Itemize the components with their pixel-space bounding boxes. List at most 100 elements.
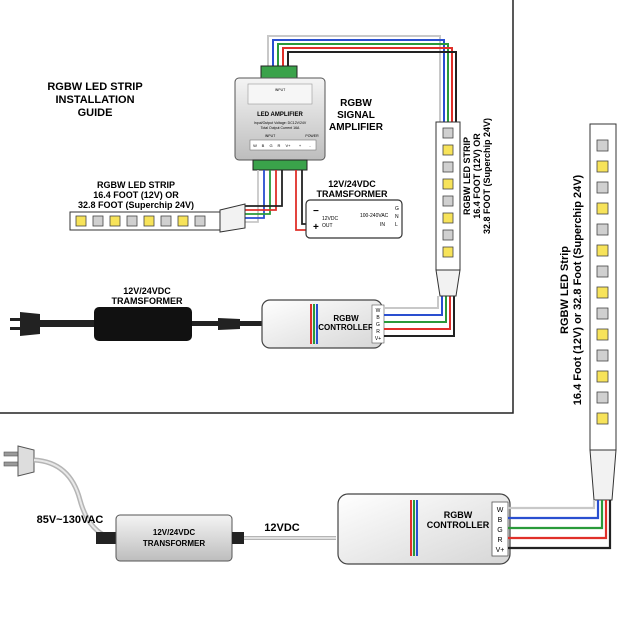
transformer-bottom: 12V/24VDC TRANSFORMER	[96, 514, 244, 562]
amplifier-box-title: LED AMPLIFIER	[257, 112, 303, 118]
led-amplifier: INPUT LED AMPLIFIER Input/Output Voltage…	[234, 77, 326, 161]
amplifier-output-wires	[267, 35, 457, 122]
amp-terminal-minus: -	[309, 143, 311, 148]
right-strip-led-chip	[596, 223, 609, 236]
right-led-strip	[589, 123, 617, 501]
amp-terminal-plus: +	[299, 143, 302, 148]
amplifier-label-line-1: RGBW	[340, 98, 372, 109]
left-strip-led-chip	[160, 215, 172, 227]
middle-strip-label: RGBW LED STRIP 16.4 FOOT (12V) OR 32.8 F…	[462, 118, 492, 234]
controller-bottom-pin-r: R	[497, 537, 502, 544]
guide-title-line-1: RGBW LED STRIP	[47, 81, 142, 93]
left-strip-led-chip	[75, 215, 87, 227]
ac-cable	[33, 457, 111, 541]
right-strip-led-chip	[596, 349, 609, 362]
ac-plug-bottom	[3, 445, 35, 477]
right-strip-led-chip	[596, 328, 609, 341]
guide-title: RGBW LED STRIP INSTALLATION GUIDE	[47, 81, 142, 119]
amp-terminal-vplus: V+	[285, 143, 291, 148]
left-strip-led-chip	[126, 215, 138, 227]
controller-bottom-pin-b: B	[498, 517, 503, 524]
adapter-dc-cable	[192, 318, 264, 330]
middle-strip-led-chip	[442, 178, 454, 190]
guide-frame	[0, 0, 514, 414]
middle-strip-label-3: 32.8 FOOT (Superchip 24V)	[482, 118, 492, 234]
ac-voltage-label: 85V~130VAC	[37, 514, 104, 526]
amp-terminal-g: G	[269, 143, 272, 148]
middle-strip-led-chip	[442, 212, 454, 224]
dc-plus-symbol: +	[313, 222, 319, 233]
left-strip-label-1: RGBW LED STRIP	[97, 180, 175, 190]
middle-strip-led-chip	[442, 246, 454, 258]
guide-title-line-3: GUIDE	[78, 107, 113, 119]
transformer-small-ac-label: 100-240VAC	[360, 213, 389, 219]
adapter-label-1: 12V/24VDC	[123, 286, 171, 296]
middle-strip-label-1: RGBW LED STRIP	[462, 137, 472, 215]
transformer-small: − + 12VDC OUT 100-240VAC IN G N L	[305, 199, 403, 239]
transformer-small-in-label: IN	[380, 222, 385, 228]
right-strip-led-chip	[596, 202, 609, 215]
controller-top-pin-vplus: V+	[375, 336, 381, 342]
power-plug	[10, 312, 94, 336]
middle-strip-led-chip	[442, 229, 454, 241]
transformer-small-label-2: TRAMSFORMER	[317, 189, 388, 199]
middle-strip-led-chip	[442, 195, 454, 207]
right-strip-led-chip	[596, 307, 609, 320]
middle-strip-label-2: 16.4 FOOT (12V) OR	[472, 133, 482, 219]
adapter-transformer-label: 12V/24VDC TRAMSFORMER	[112, 286, 183, 306]
left-strip-label: RGBW LED STRIP 16.4 FOOT (12V) OR 32.8 F…	[78, 180, 194, 210]
right-strip-led-chip	[596, 139, 609, 152]
right-strip-led-chip	[596, 265, 609, 278]
controller-top-pin-g: G	[376, 322, 380, 328]
amp-terminal-w: W	[253, 143, 257, 148]
right-strip-led-chip	[596, 286, 609, 299]
left-strip-led-chip	[92, 215, 104, 227]
controller-bottom-pin-g: G	[497, 527, 502, 534]
adapter-label-2: TRAMSFORMER	[112, 296, 183, 306]
right-strip-led-chip	[596, 160, 609, 173]
amplifier-spec-2: Total Output Current 16A	[261, 126, 300, 130]
controller-top-pin-w: W	[376, 308, 381, 314]
amplifier-input-wires	[244, 170, 306, 231]
ac-cable-highlight	[33, 459, 111, 539]
transformer-small-label: 12V/24VDC TRAMSFORMER	[317, 179, 388, 199]
transformer-pin-l: L	[395, 222, 398, 228]
left-strip-label-2: 16.4 FOOT (12V) OR	[93, 190, 179, 200]
amplifier-top-terminal	[260, 65, 298, 79]
left-strip-led-chip	[194, 215, 206, 227]
left-led-strip	[69, 203, 246, 233]
amplifier-input-label: INPUT	[275, 88, 286, 92]
right-strip-led-chip	[596, 181, 609, 194]
right-strip-label: RGBW LED Strip 16.4 Foot (12V) or 32.8 F…	[559, 174, 584, 405]
middle-strip-led-chip	[442, 144, 454, 156]
middle-strip-led-chip	[442, 161, 454, 173]
transformer-pin-g: G	[395, 206, 399, 212]
amplifier-label: RGBW SIGNAL AMPLIFIER	[329, 98, 384, 133]
left-strip-end-cap	[219, 203, 246, 233]
guide-title-line-2: INSTALLATION	[55, 94, 134, 106]
power-adapter	[94, 307, 192, 341]
amplifier-label-line-3: AMPLIFIER	[329, 122, 384, 133]
middle-strip-led-chip	[442, 127, 454, 139]
transformer-small-dc-label: 12VDC	[322, 216, 339, 222]
controller-bottom-wires	[508, 500, 612, 550]
right-strip-label-2: 16.4 Foot (12V) or 32.8 Foot (Superchip …	[572, 174, 584, 405]
controller-top-pin-r: R	[376, 329, 380, 335]
controller-bottom-pin-vplus: V+	[496, 547, 505, 554]
right-strip-led-chip	[596, 370, 609, 383]
right-strip-led-chip	[596, 412, 609, 425]
controller-top: RGBW CONTROLLER W B G R V+	[261, 299, 385, 349]
dc-minus-symbol: −	[313, 206, 319, 217]
amp-terminal-b: B	[262, 143, 265, 148]
amplifier-bottom-input-label: INPUT	[265, 134, 276, 138]
controller-top-pin-b: B	[376, 315, 380, 321]
dc-voltage-label: 12VDC	[264, 522, 300, 534]
amplifier-bottom-terminal	[252, 159, 308, 171]
transformer-bottom-label-1: 12V/24VDC	[153, 528, 195, 537]
controller-top-label-1: RGBW	[333, 314, 359, 323]
amplifier-spec-1: Input/Output Voltage: DC12V/24V	[254, 121, 307, 125]
transformer-small-label-1: 12V/24VDC	[328, 179, 376, 189]
transformer-bottom-label-2: TRANSFORMER	[143, 539, 205, 548]
controller-bottom-pin-w: W	[497, 507, 504, 514]
middle-led-strip	[435, 121, 461, 297]
